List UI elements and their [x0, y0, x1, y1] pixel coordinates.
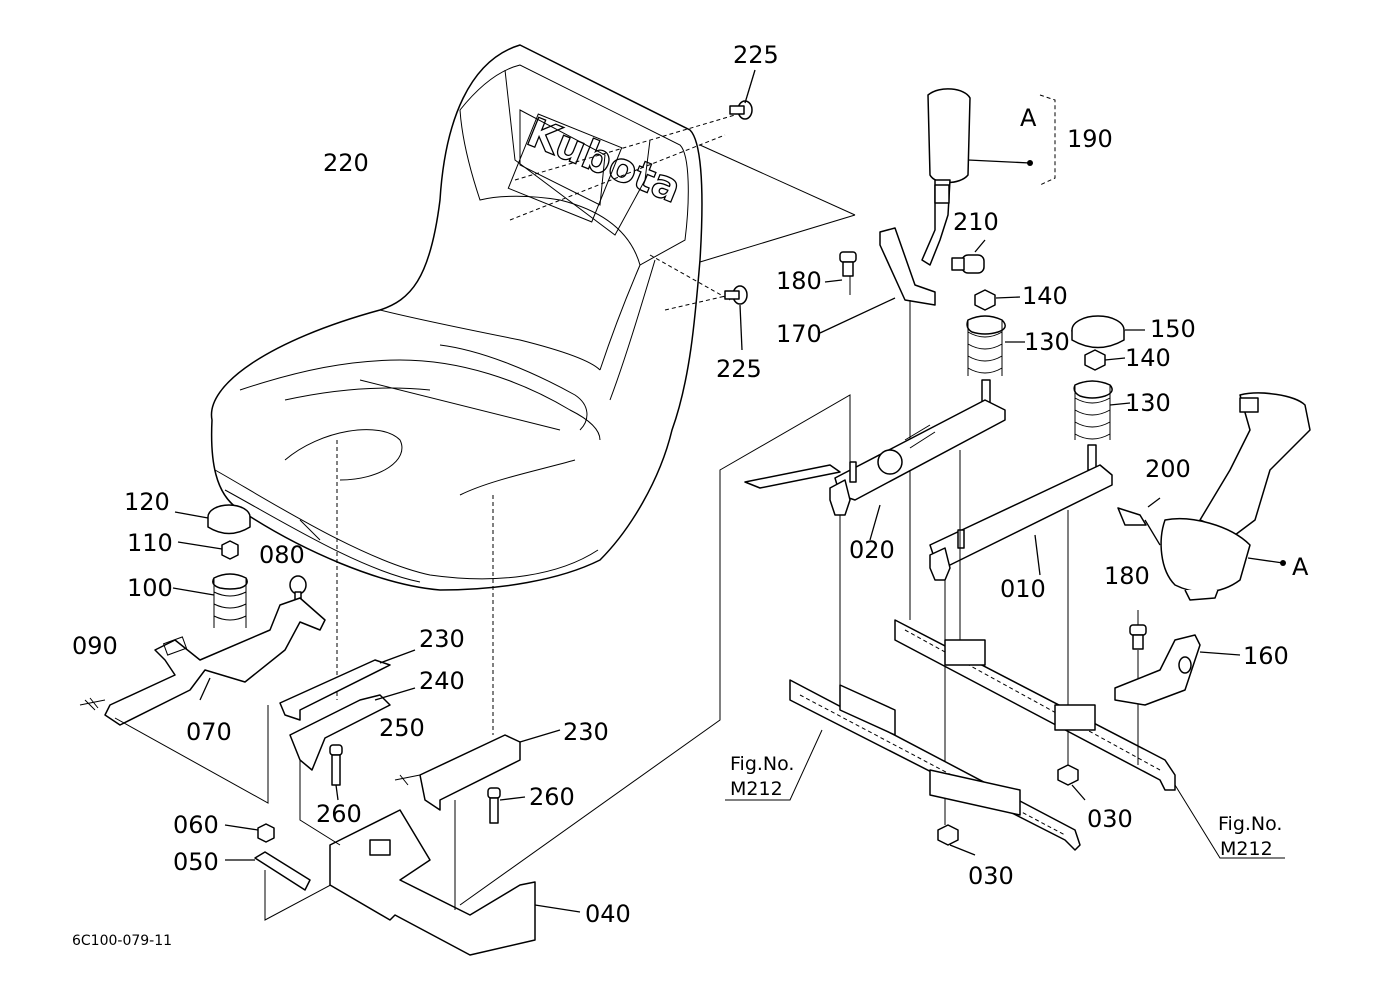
label-090: 090 — [72, 632, 118, 660]
label-080: 080 — [259, 541, 305, 569]
plate-230-right — [419, 729, 561, 811]
bolt-225-lower — [724, 285, 748, 351]
spring-100 — [172, 573, 248, 628]
label-110: 110 — [127, 529, 173, 557]
label-010: 010 — [1000, 575, 1046, 603]
base-rails-left — [789, 679, 1081, 851]
label-020: 020 — [849, 536, 895, 564]
nut-110 — [177, 540, 239, 560]
svg-text:M212: M212 — [1220, 838, 1273, 860]
part-labels: 225 225 220 190 A A 210 180 180 170 140 … — [72, 41, 1309, 928]
bolt-180-upper — [824, 251, 857, 295]
fig-ref-right-leader — [1174, 784, 1285, 859]
label-210: 210 — [953, 208, 999, 236]
nut-140-upper — [974, 289, 1021, 311]
label-120: 120 — [124, 488, 170, 516]
label-050: 050 — [173, 848, 219, 876]
cap-120 — [174, 504, 251, 535]
label-240: 240 — [419, 667, 465, 695]
drawing-code: 6C100-079-11 — [72, 933, 172, 949]
base-rails-right — [894, 619, 1176, 791]
nut-030-left — [937, 824, 976, 856]
figure-ref-right: Fig.No. M212 — [1218, 813, 1282, 860]
seat-cushion — [210, 44, 856, 735]
slide-rail-020 — [744, 399, 1006, 720]
label-260-right: 260 — [529, 783, 575, 811]
bracket-160 — [1114, 634, 1241, 706]
label-030-right: 030 — [1087, 805, 1133, 833]
label-140-upper: 140 — [1022, 282, 1068, 310]
fig-ref-left-leader — [725, 729, 823, 801]
figure-ref-left: Fig.No. M212 — [730, 753, 794, 800]
label-225-lower: 225 — [716, 355, 762, 383]
svg-text:M212: M212 — [730, 778, 783, 800]
link-050 — [225, 851, 341, 921]
label-250: 250 — [379, 714, 425, 742]
label-160: 160 — [1243, 642, 1289, 670]
plate-230-left — [279, 649, 416, 721]
pin-090 — [79, 697, 106, 711]
bolt-225-upper — [729, 69, 756, 120]
label-230-left: 230 — [419, 625, 465, 653]
spring-130-upper — [966, 315, 1025, 411]
svg-text:Fig.No.: Fig.No. — [1218, 813, 1282, 835]
label-030-left: 030 — [968, 862, 1014, 890]
bracket-070 — [104, 597, 326, 804]
label-220: 220 — [323, 149, 369, 177]
label-170: 170 — [776, 320, 822, 348]
slide-rail-010 — [929, 450, 1113, 825]
label-070: 070 — [186, 718, 232, 746]
bolt-180-lower — [1129, 610, 1147, 765]
bolt-260-right — [487, 787, 526, 824]
seatbelt-retractor-200 — [1117, 392, 1311, 601]
cap-150 — [1071, 315, 1145, 349]
nut-140-lower — [1084, 349, 1126, 371]
label-180-upper: 180 — [776, 267, 822, 295]
frame-040 — [299, 394, 851, 956]
knob-080 — [289, 575, 307, 601]
nut-060 — [224, 823, 275, 843]
label-260-left: 260 — [316, 800, 362, 828]
spring-130-lower — [1073, 380, 1131, 471]
label-a-right: A — [1292, 553, 1309, 581]
label-130-lower: 130 — [1125, 389, 1171, 417]
knob-210 — [951, 239, 986, 274]
bolt-260-left — [329, 744, 343, 801]
label-180-lower: 180 — [1104, 562, 1150, 590]
label-225-upper: 225 — [733, 41, 779, 69]
label-060: 060 — [173, 811, 219, 839]
label-230-right: 230 — [563, 718, 609, 746]
plate-240 — [289, 687, 416, 771]
label-190: 190 — [1067, 125, 1113, 153]
nut-030-right — [1057, 764, 1086, 801]
seatbelt-buckle-190 — [921, 88, 1056, 266]
label-a-top: A — [1020, 104, 1037, 132]
label-040: 040 — [585, 900, 631, 928]
label-200: 200 — [1145, 455, 1191, 483]
svg-text:Fig.No.: Fig.No. — [730, 753, 794, 775]
label-140-lower: 140 — [1125, 344, 1171, 372]
label-150: 150 — [1150, 315, 1196, 343]
pin-250 — [394, 774, 421, 786]
label-130-upper: 130 — [1024, 328, 1070, 356]
label-100: 100 — [127, 574, 173, 602]
